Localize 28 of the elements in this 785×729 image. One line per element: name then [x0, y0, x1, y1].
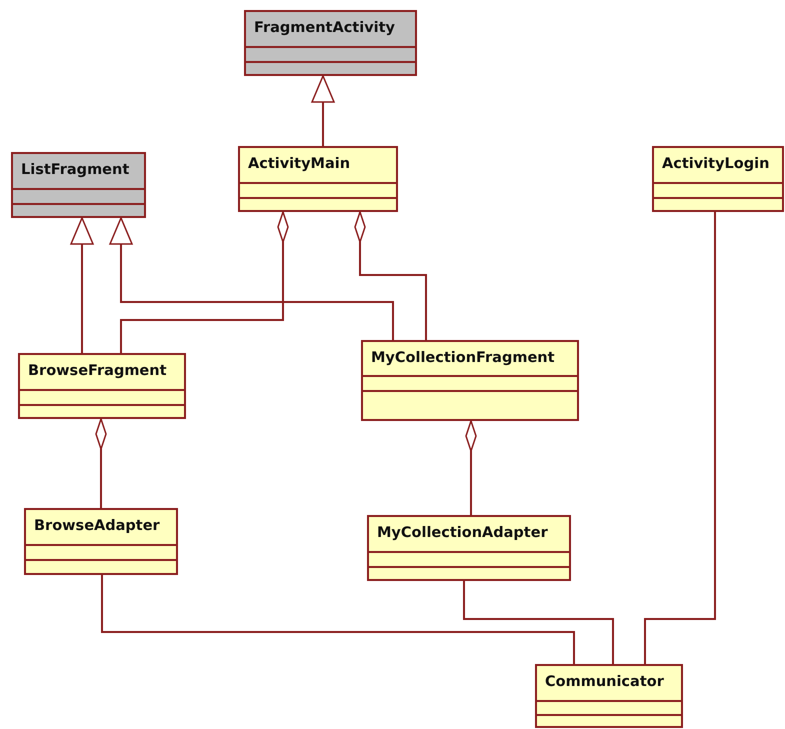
- class-box: [652, 146, 784, 212]
- class-name: ListFragment: [21, 161, 130, 180]
- class-box: [11, 152, 146, 218]
- association-line: [463, 581, 614, 664]
- class-name: ActivityMain: [248, 155, 350, 174]
- class-name: BrowseFragment: [28, 362, 167, 382]
- class-name: Communicator: [545, 673, 664, 692]
- class-box: [367, 515, 571, 581]
- generalization-arrow: [109, 217, 394, 340]
- class-name: MyCollectionAdapter: [377, 524, 548, 544]
- generalization-arrow: [70, 217, 94, 353]
- aggregation-line: [465, 420, 477, 515]
- class-name: ActivityLogin: [662, 155, 770, 174]
- class-box: [535, 664, 683, 728]
- class-box: [238, 146, 398, 212]
- class-name: MyCollectionFragment: [371, 348, 555, 368]
- class-box: [24, 508, 178, 575]
- aggregation-line: [120, 211, 289, 353]
- class-box: [18, 353, 186, 419]
- class-box: [361, 340, 579, 421]
- association-line: [101, 575, 575, 664]
- class-box: [244, 10, 417, 76]
- association-line: [644, 212, 716, 664]
- aggregation-line: [354, 211, 427, 340]
- class-name: BrowseAdapter: [34, 517, 160, 536]
- generalization-arrow: [311, 75, 335, 146]
- aggregation-line: [95, 418, 107, 508]
- class-name: FragmentActivity: [254, 19, 396, 38]
